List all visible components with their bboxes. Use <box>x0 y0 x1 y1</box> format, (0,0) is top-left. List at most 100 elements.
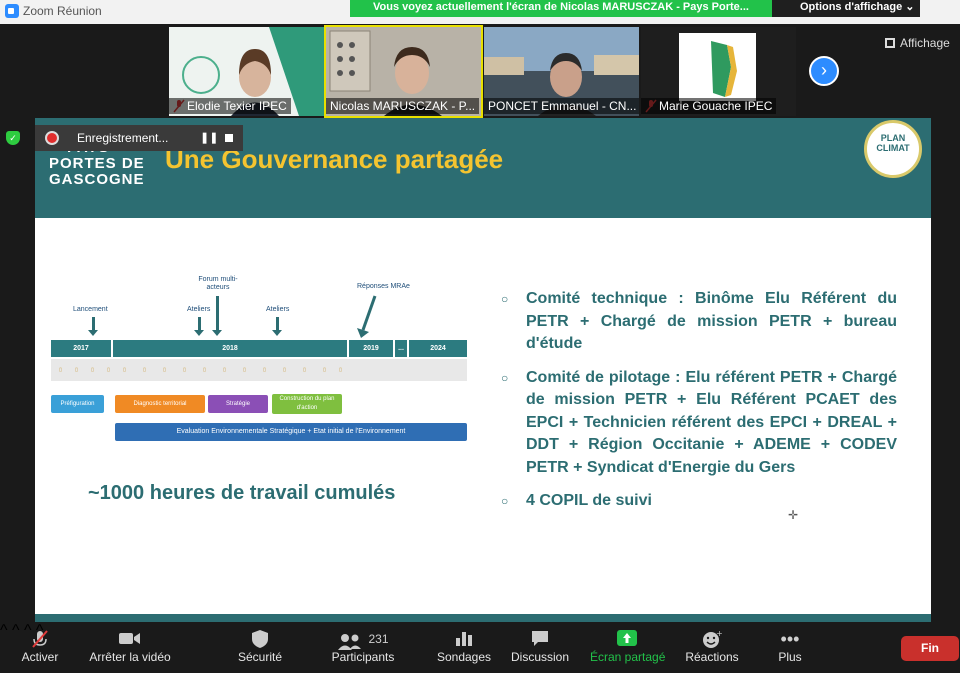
reactions-label: Réactions <box>685 650 739 664</box>
phase-prefiguration: Préfiguration <box>51 395 104 413</box>
arrow-down-icon <box>88 317 98 336</box>
timeline-marker: Lancement <box>73 306 108 313</box>
chevron-up-icon[interactable]: ^ <box>35 622 44 639</box>
month-cell: ▯ <box>59 367 62 373</box>
timeline-marker: Réponses MRAe <box>357 283 410 290</box>
shared-screen: PAYS PORTES DE GASCOGNE Une Gouvernance … <box>35 118 931 622</box>
mic-muted-icon <box>12 622 68 650</box>
month-cell: ▯ <box>107 367 110 373</box>
participant-tile[interactable]: PONCET Emmanuel - CN... <box>484 27 639 116</box>
participant-name: PONCET Emmanuel - CN... <box>484 98 639 114</box>
phase-strategie: Stratégie <box>208 395 268 413</box>
security-button[interactable]: Sécurité <box>232 622 288 673</box>
month-cell: ▯ <box>163 367 166 373</box>
polls-button[interactable]: Sondages <box>436 622 492 673</box>
year-cell: 2024 <box>409 340 467 357</box>
participant-tile[interactable]: Elodie Texier IPEC <box>169 27 324 116</box>
participant-name: Nicolas MARUSCZAK - P... <box>326 98 480 114</box>
timeline-marker: Ateliers <box>187 306 211 313</box>
slide-footer-band <box>35 614 931 622</box>
month-cell: ▯ <box>243 367 246 373</box>
more-button[interactable]: ••• Plus <box>762 622 818 673</box>
chat-bubble-icon <box>510 622 570 650</box>
encryption-shield-icon[interactable]: ✓ <box>6 131 20 145</box>
timeline-months: ▯ ▯ ▯ ▯ ▯ ▯ ▯ ▯ ▯ ▯ ▯ ▯ ▯ ▯ ▯ ▯ <box>51 359 467 381</box>
share-screen-button[interactable]: Écran partagé <box>590 622 665 673</box>
arrow-diagonal-icon <box>357 295 377 338</box>
participant-tile-active-speaker[interactable]: Nicolas MARUSCZAK - P... <box>324 25 483 118</box>
chevron-up-icon[interactable]: ^ <box>23 622 32 639</box>
chevron-up-icon[interactable]: ^ <box>0 622 8 639</box>
bar-chart-icon <box>436 622 492 650</box>
logo-line: PLAN <box>880 133 906 143</box>
participant-tile[interactable]: Marie Gouache IPEC <box>641 27 796 116</box>
bullet-item: 4 COPIL de suivi <box>501 490 897 513</box>
recording-label: Enregistrement... <box>77 131 169 145</box>
phase-diagnostic: Diagnostic territorial <box>115 395 205 413</box>
month-cell: ▯ <box>223 367 226 373</box>
stop-recording-button[interactable] <box>225 134 233 142</box>
bullet-item: Comité de pilotage : Elu référent PETR +… <box>501 367 897 480</box>
brand-line: PORTES DE <box>49 155 145 172</box>
video-camera-icon <box>88 622 172 650</box>
svg-text:+: + <box>716 629 722 638</box>
next-page-button[interactable]: › <box>809 56 839 86</box>
plan-climat-logo: PLAN CLIMAT <box>864 120 922 178</box>
month-cell: ▯ <box>283 367 286 373</box>
month-cell: ▯ <box>91 367 94 373</box>
polls-label: Sondages <box>436 650 492 664</box>
more-dots-icon: ••• <box>780 629 800 649</box>
timeline-marker: Ateliers <box>266 306 290 313</box>
video-label: Arrêter la vidéo <box>89 650 171 664</box>
share-screen-icon <box>590 622 664 650</box>
window-title: Zoom Réunion <box>23 4 102 18</box>
logo-line: CLIMAT <box>876 143 910 153</box>
arrow-down-icon <box>272 317 282 336</box>
meeting-toolbar: Activer ^ Arrêter la vidéo ^ Sécurité 23… <box>0 622 960 673</box>
smiley-icon: + <box>684 622 740 650</box>
mute-button[interactable]: Activer <box>12 622 68 673</box>
move-cursor-icon: ✛ <box>788 508 799 522</box>
brand-line: GASCOGNE <box>49 171 145 188</box>
chat-label: Discussion <box>510 650 570 664</box>
participants-count: 231 <box>368 632 389 646</box>
arrow-down-icon <box>212 296 222 336</box>
reactions-button[interactable]: + Réactions <box>684 622 740 673</box>
bullet-list: Comité technique : Binôme Elu Référent d… <box>501 288 897 524</box>
month-cell: ▯ <box>303 367 306 373</box>
stop-video-button[interactable]: Arrêter la vidéo <box>88 622 172 673</box>
year-cell: ... <box>395 340 407 357</box>
month-cell: ▯ <box>203 367 206 373</box>
participant-name: Marie Gouache IPEC <box>641 98 777 114</box>
chevron-down-icon: ⌄ <box>905 1 915 13</box>
work-hours: ~1000 heures de travail cumulés <box>88 482 396 504</box>
year-cell: 2017 <box>51 340 111 357</box>
arrow-down-icon <box>194 317 204 336</box>
security-label: Sécurité <box>237 650 283 664</box>
pause-recording-button[interactable]: ❚❚ <box>200 132 219 144</box>
month-cell: ▯ <box>263 367 266 373</box>
view-button-label: Affichage <box>900 36 950 50</box>
view-options-button[interactable]: Options d'affichage ⌄ <box>772 0 920 17</box>
view-button[interactable]: Affichage <box>885 36 950 50</box>
grid-view-icon <box>885 38 895 48</box>
participants-icon: 231 <box>330 622 396 650</box>
participant-name: Elodie Texier IPEC <box>169 98 291 114</box>
chevron-up-icon[interactable]: ^ <box>11 622 20 639</box>
view-options-label: Options d'affichage <box>800 1 903 13</box>
year-cell: 2018 <box>113 340 347 357</box>
month-cell: ▯ <box>143 367 146 373</box>
timeline-marker: Forum multi-acteurs <box>198 276 238 291</box>
month-cell: ▯ <box>339 367 342 373</box>
recording-indicator: Enregistrement... ❚❚ <box>35 125 243 151</box>
record-icon <box>45 131 59 145</box>
chat-button[interactable]: Discussion <box>510 622 570 673</box>
month-cell: ▯ <box>123 367 126 373</box>
more-label: Plus <box>778 650 802 664</box>
participants-label: Participants <box>331 650 395 664</box>
participants-button[interactable]: 231 Participants <box>330 622 396 673</box>
evaluation-bar: Evaluation Environnementale Stratégique … <box>115 423 467 441</box>
month-cell: ▯ <box>75 367 78 373</box>
end-meeting-button[interactable]: Fin <box>901 636 959 661</box>
